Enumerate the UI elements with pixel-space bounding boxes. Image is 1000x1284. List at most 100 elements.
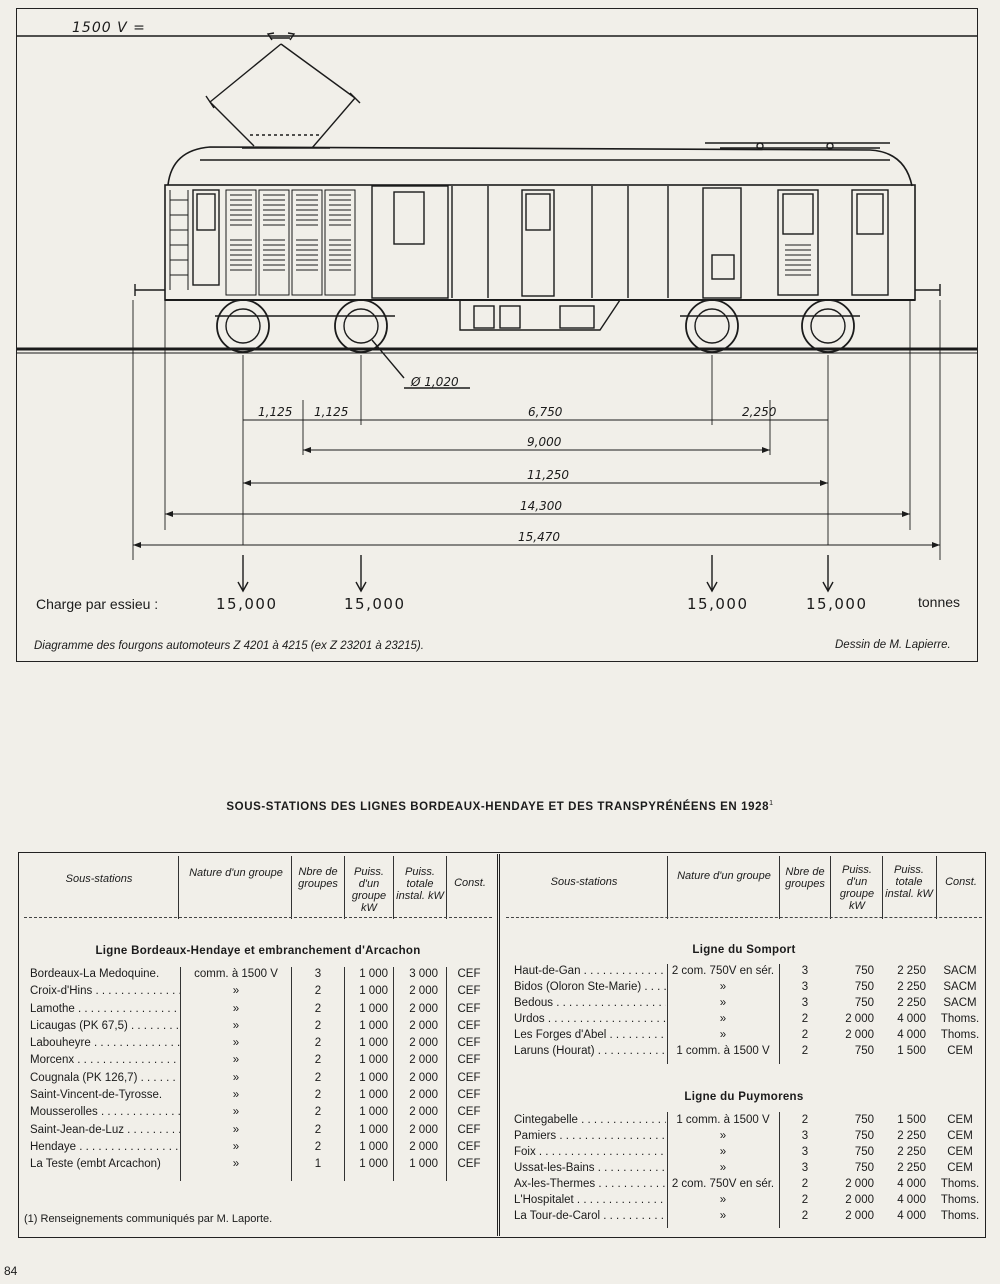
voltage-label: 1500 V = xyxy=(72,20,146,36)
cell-builder: CEF xyxy=(457,968,481,980)
cell-total: 1 500 xyxy=(897,1045,926,1057)
cell-unit: 2 000 xyxy=(845,1013,874,1025)
cell-groups: 2 xyxy=(801,1029,809,1041)
cell-name: Croix-d'Hins . . . . . . . . . . . . . .… xyxy=(30,985,180,998)
cell-name: Saint-Jean-de-Luz . . . . . . . . . . . … xyxy=(30,1123,180,1136)
header-total-power: Puiss. totale instal. kW xyxy=(885,864,933,900)
dimension-lines xyxy=(133,419,940,546)
section-title-puymorens: Ligne du Puymorens xyxy=(684,1091,804,1103)
cell-name: Licaugas (PK 67,5) . . . . . . . . . . .… xyxy=(30,1019,180,1032)
table-row: Pamiers . . . . . . . . . . . . . . . . … xyxy=(514,1130,980,1146)
cell-total: 2 250 xyxy=(897,1130,926,1142)
cell-nature: » xyxy=(719,1013,727,1025)
dim-label: 6,750 xyxy=(528,405,563,419)
dim-label: 14,300 xyxy=(520,499,562,513)
cell-name: La Tour-de-Carol . . . . . . . . . . . .… xyxy=(514,1210,666,1222)
cell-nature: » xyxy=(719,1210,727,1222)
cell-total: 2 250 xyxy=(897,997,926,1009)
cell-nature: » xyxy=(232,1054,240,1067)
cell-groups: 2 xyxy=(801,1114,809,1126)
cell-name: Morcenx . . . . . . . . . . . . . . . . … xyxy=(30,1054,180,1067)
cell-builder: CEF xyxy=(457,1054,481,1067)
dim-label: 9,000 xyxy=(527,435,562,449)
table-row: Morcenx . . . . . . . . . . . . . . . . … xyxy=(30,1054,490,1071)
cell-total: 2 250 xyxy=(897,1146,926,1158)
tonnes-label: tonnes xyxy=(918,594,961,610)
cell-nature: » xyxy=(719,1029,727,1041)
dim-label: 15,470 xyxy=(518,530,560,544)
cell-groups: 2 xyxy=(801,1210,809,1222)
cell-builder: CEF xyxy=(457,1089,481,1102)
cell-groups: 2 xyxy=(314,1071,322,1084)
cell-nature: » xyxy=(232,985,240,998)
dim-label: 2,250 xyxy=(742,405,777,419)
cell-total: 2 000 xyxy=(409,1089,438,1102)
cell-unit: 1 000 xyxy=(359,1089,388,1102)
cell-name: Hendaye . . . . . . . . . . . . . . . . … xyxy=(30,1140,180,1153)
cell-total: 2 000 xyxy=(409,1106,438,1119)
cell-nature: » xyxy=(719,1130,727,1142)
cell-unit: 2 000 xyxy=(845,1029,874,1041)
cell-groups: 3 xyxy=(801,965,809,977)
cell-nature: » xyxy=(232,1002,240,1015)
axle-load-value: 15,000 xyxy=(806,595,868,613)
cell-unit: 1 000 xyxy=(359,1037,388,1050)
diagram-caption: Diagramme des fourgons automoteurs Z 420… xyxy=(34,640,424,652)
cell-builder: CEM xyxy=(947,1045,973,1057)
charge-label: Charge par essieu : xyxy=(36,596,159,612)
cell-groups: 2 xyxy=(314,1089,322,1102)
table-row: Croix-d'Hins . . . . . . . . . . . . . .… xyxy=(30,985,490,1002)
cell-total: 3 000 xyxy=(409,968,438,980)
table-row: Mousserolles . . . . . . . . . . . . . .… xyxy=(30,1106,490,1123)
table-row: Bedous . . . . . . . . . . . . . . . . .… xyxy=(514,997,980,1013)
header-unit-power: Puiss. d'un groupe kW xyxy=(839,864,875,912)
diagram-credit: Dessin de M. Lapierre. xyxy=(835,639,951,651)
cell-groups: 2 xyxy=(314,985,322,998)
table-row: Saint-Jean-de-Luz . . . . . . . . . . . … xyxy=(30,1124,490,1141)
table-row: Licaugas (PK 67,5) . . . . . . . . . . .… xyxy=(30,1020,490,1037)
table-row: Ax-les-Thermes . . . . . . . . . . . . .… xyxy=(514,1178,980,1194)
somport-rows: Haut-de-Gan . . . . . . . . . . . . . . … xyxy=(514,965,980,1061)
cell-builder: CEF xyxy=(457,1019,481,1032)
cell-total: 2 000 xyxy=(409,1071,438,1084)
cell-builder: CEF xyxy=(457,1002,481,1015)
cell-name: Pamiers . . . . . . . . . . . . . . . . … xyxy=(514,1130,666,1142)
header-groups: Nbre de groupes xyxy=(785,866,825,890)
cell-total: 2 000 xyxy=(409,985,438,998)
cell-nature: » xyxy=(232,1140,240,1153)
cell-nature: 2 com. 750V en sér. xyxy=(671,1178,775,1190)
cell-name: Bedous . . . . . . . . . . . . . . . . .… xyxy=(514,997,666,1009)
cell-groups: 1 xyxy=(314,1158,322,1171)
cell-total: 4 000 xyxy=(897,1029,926,1041)
header-unit-power: Puiss. d'un groupe kW xyxy=(351,866,387,914)
cell-name: Urdos . . . . . . . . . . . . . . . . . … xyxy=(514,1013,666,1025)
cell-unit: 1 000 xyxy=(359,1123,388,1136)
cell-groups: 3 xyxy=(801,981,809,993)
cell-groups: 2 xyxy=(801,1194,809,1206)
cell-builder: Thoms. xyxy=(940,1194,980,1206)
header-groups: Nbre de groupes xyxy=(298,866,338,890)
cell-total: 2 250 xyxy=(897,1162,926,1174)
cell-groups: 2 xyxy=(801,1178,809,1190)
table-row: La Tour-de-Carol . . . . . . . . . . . .… xyxy=(514,1210,980,1226)
cell-name: Cintegabelle . . . . . . . . . . . . . .… xyxy=(514,1114,666,1126)
cell-total: 4 000 xyxy=(897,1178,926,1190)
cell-unit: 1 000 xyxy=(359,1140,388,1153)
wheel-diameter-label: Ø 1,020 xyxy=(410,375,459,389)
cell-groups: 2 xyxy=(314,1140,322,1153)
cell-nature: » xyxy=(232,1158,240,1171)
cell-unit: 1 000 xyxy=(359,968,388,980)
cell-total: 2 250 xyxy=(897,965,926,977)
cell-builder: CEF xyxy=(457,1123,481,1136)
diagram-frame xyxy=(16,8,978,662)
wheels xyxy=(215,299,860,353)
cell-nature: » xyxy=(232,1123,240,1136)
table-row: Hendaye . . . . . . . . . . . . . . . . … xyxy=(30,1141,490,1158)
cell-name: Les Forges d'Abel . . . . . . . . . . . … xyxy=(514,1029,666,1041)
cell-total: 1 500 xyxy=(897,1114,926,1126)
cell-unit: 750 xyxy=(854,981,874,993)
louvre-panels xyxy=(225,189,356,296)
cell-unit: 1 000 xyxy=(359,1054,388,1067)
cell-nature: » xyxy=(719,997,727,1009)
